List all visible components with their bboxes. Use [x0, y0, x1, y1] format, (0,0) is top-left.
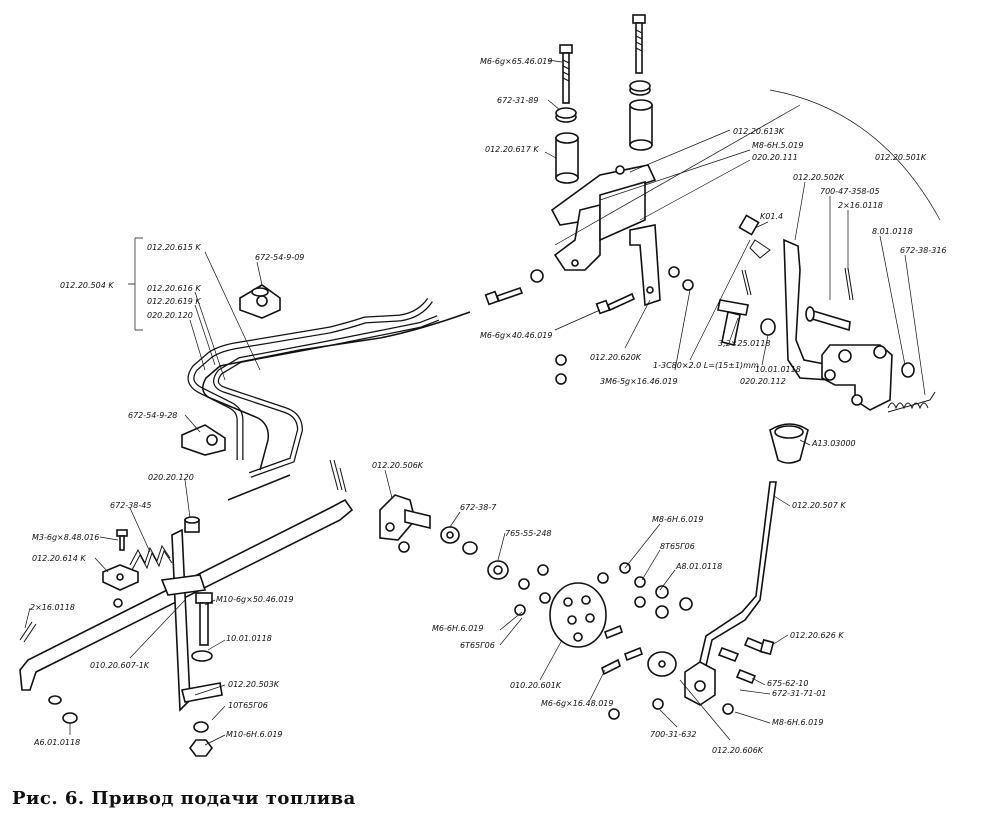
- label-012-20-626k: 012.20.626 K: [790, 631, 844, 640]
- label-3-2x25: 3,2×25.0118: [718, 339, 771, 348]
- part-labels: M6-6g×65.46.019 672-31-89 012.20.617 K 0…: [30, 57, 947, 755]
- bolt-m10-50: [191, 592, 213, 662]
- washer-672-38-7: [440, 526, 478, 555]
- label-2x16-0118-low: 2×16.0118: [30, 603, 75, 612]
- clamp-672-54-9-09: [239, 284, 281, 319]
- block-614k: [102, 564, 139, 608]
- lever-506k: [379, 494, 431, 553]
- label-a13-03000: A13.03000: [811, 439, 856, 448]
- label-012-20-620k: 012.20.620K: [590, 353, 642, 362]
- label-6t65g06: 6T65Г06: [460, 641, 495, 650]
- label-672-38-45: 672-38-45: [110, 501, 151, 510]
- label-012-20-619k: 012.20.619 K: [147, 297, 201, 306]
- label-1-3c80: 1-3C80×2.0 L=(15±1)mm: [653, 361, 759, 370]
- label-012-20-503k: 012.20.503K: [228, 680, 280, 689]
- tube-assembly-504k: [187, 297, 471, 501]
- label-3m6-16: 3M6-5g×16.46.019: [600, 377, 678, 386]
- bracket-620k: [629, 224, 661, 307]
- label-012-20-502k: 012.20.502K: [793, 173, 845, 182]
- label-700-47-358-05: 700-47-358-05: [820, 187, 880, 196]
- figure-caption: Рис. 6. Привод подачи топлива: [12, 788, 356, 809]
- bushing-020-20-120: [184, 516, 200, 533]
- lever-502k: [783, 238, 893, 411]
- spring-672-38-316: [887, 391, 936, 413]
- label-m8-6h-5: M8-6H.5.019: [752, 141, 803, 150]
- label-020-20-120-top: 020.20.120: [147, 311, 193, 320]
- leader-lines: [24, 59, 926, 746]
- label-m6-6h-6-mid: M6-6H.6.019: [432, 624, 483, 633]
- hardware-507k: [717, 636, 775, 715]
- nut-m10: [189, 721, 213, 757]
- label-672-54-9-28: 672-54-9-28: [128, 411, 177, 420]
- disc-hardware: [514, 562, 693, 720]
- label-012-20-615k: 012.20.615 K: [147, 243, 201, 252]
- label-672-54-9-09: 672-54-9-09: [255, 253, 304, 262]
- label-020-20-112: 020.20.112: [740, 377, 786, 386]
- label-a6-01-0118: A6.01.0118: [33, 738, 80, 747]
- label-672-31-71-01: 672-31-71-01: [772, 689, 826, 698]
- screw-m3: [116, 529, 128, 551]
- label-2x16-0118-top: 2×16.0118: [838, 201, 883, 210]
- label-675-62-10: 675-62-10: [767, 679, 808, 688]
- bracket-503k: [160, 528, 223, 712]
- washer-765-55-248: [487, 560, 509, 580]
- label-012-20-506k: 012.20.506K: [372, 461, 424, 470]
- pin-020-20-112: [717, 269, 776, 346]
- label-012-20-504k: 012.20.504 K: [60, 281, 114, 290]
- label-700-31-632: 700-31-632: [650, 730, 697, 739]
- label-k01-4: K01.4: [760, 212, 783, 221]
- label-012-20-616k: 012.20.616 K: [147, 284, 201, 293]
- label-012-20-617k: 012.20.617 K: [485, 145, 539, 154]
- bolt-m6-65: [559, 44, 573, 104]
- bushing-617: [555, 99, 653, 184]
- bolt-top-right: [632, 14, 646, 74]
- label-m8-6h-6-mid: M8-6H.6.019: [652, 515, 703, 524]
- clip-k01: [738, 214, 771, 259]
- label-10-01-0118-top: 10.01.0118: [755, 365, 801, 374]
- bolt-m6-40: [484, 266, 694, 385]
- label-8-01-0118: 8.01.0118: [872, 227, 913, 236]
- label-m3-8: M3-6g×8.48.016: [32, 533, 99, 542]
- label-m10-50: M10-6g×50.46.019: [216, 595, 294, 604]
- spring-672-38-45: [129, 544, 173, 571]
- label-012-20-507k: 012.20.507 K: [792, 501, 846, 510]
- washer-top: [555, 80, 651, 123]
- label-8t65g06: 8T65Г06: [660, 542, 695, 551]
- label-010-20-601k: 010.20.601K: [510, 681, 562, 690]
- label-010-20-607-1k: 010.20.607-1K: [90, 661, 150, 670]
- cotter-left: [19, 621, 78, 724]
- label-10-01-0118-low: 10.01.0118: [226, 634, 272, 643]
- label-012-20-606k: 012.20.606K: [712, 746, 764, 755]
- label-765-55-248: 765-55-248: [505, 529, 552, 538]
- label-672-31-89: 672-31-89: [497, 96, 538, 105]
- label-012-20-613k: 012.20.613K: [733, 127, 785, 136]
- label-m6-65: M6-6g×65.46.019: [480, 57, 552, 66]
- label-020-20-120-low: 020.20.120: [148, 473, 194, 482]
- cotter-top-rod: [329, 459, 347, 493]
- label-020-20-111: 020.20.111: [752, 153, 798, 162]
- label-m6-40: M6-6g×40.46.019: [480, 331, 552, 340]
- lever-507k: [684, 481, 777, 706]
- pin-700-47: [805, 306, 851, 332]
- label-672-38-7: 672-38-7: [460, 503, 497, 512]
- label-10t65g06: 10T65Г06: [228, 701, 268, 710]
- cotter-pin-right: [844, 267, 854, 301]
- label-m10-6h-6: M10-6H.6.019: [226, 730, 283, 739]
- label-a8-01-0118: A8.01.0118: [675, 562, 722, 571]
- washer-8-01: [901, 362, 915, 378]
- label-012-20-614k: 012.20.614 K: [32, 554, 86, 563]
- label-012-20-501k: 012.20.501K: [875, 153, 927, 162]
- knob-a13: [769, 423, 809, 464]
- disc-601k: [549, 582, 607, 648]
- clamp-672-54-9-28: [181, 424, 226, 456]
- label-m8-6h-6-low: M8-6H.6.019: [772, 718, 823, 727]
- label-672-38-316: 672-38-316: [900, 246, 947, 255]
- label-m6-16: M6-6g×16.48.019: [541, 699, 613, 708]
